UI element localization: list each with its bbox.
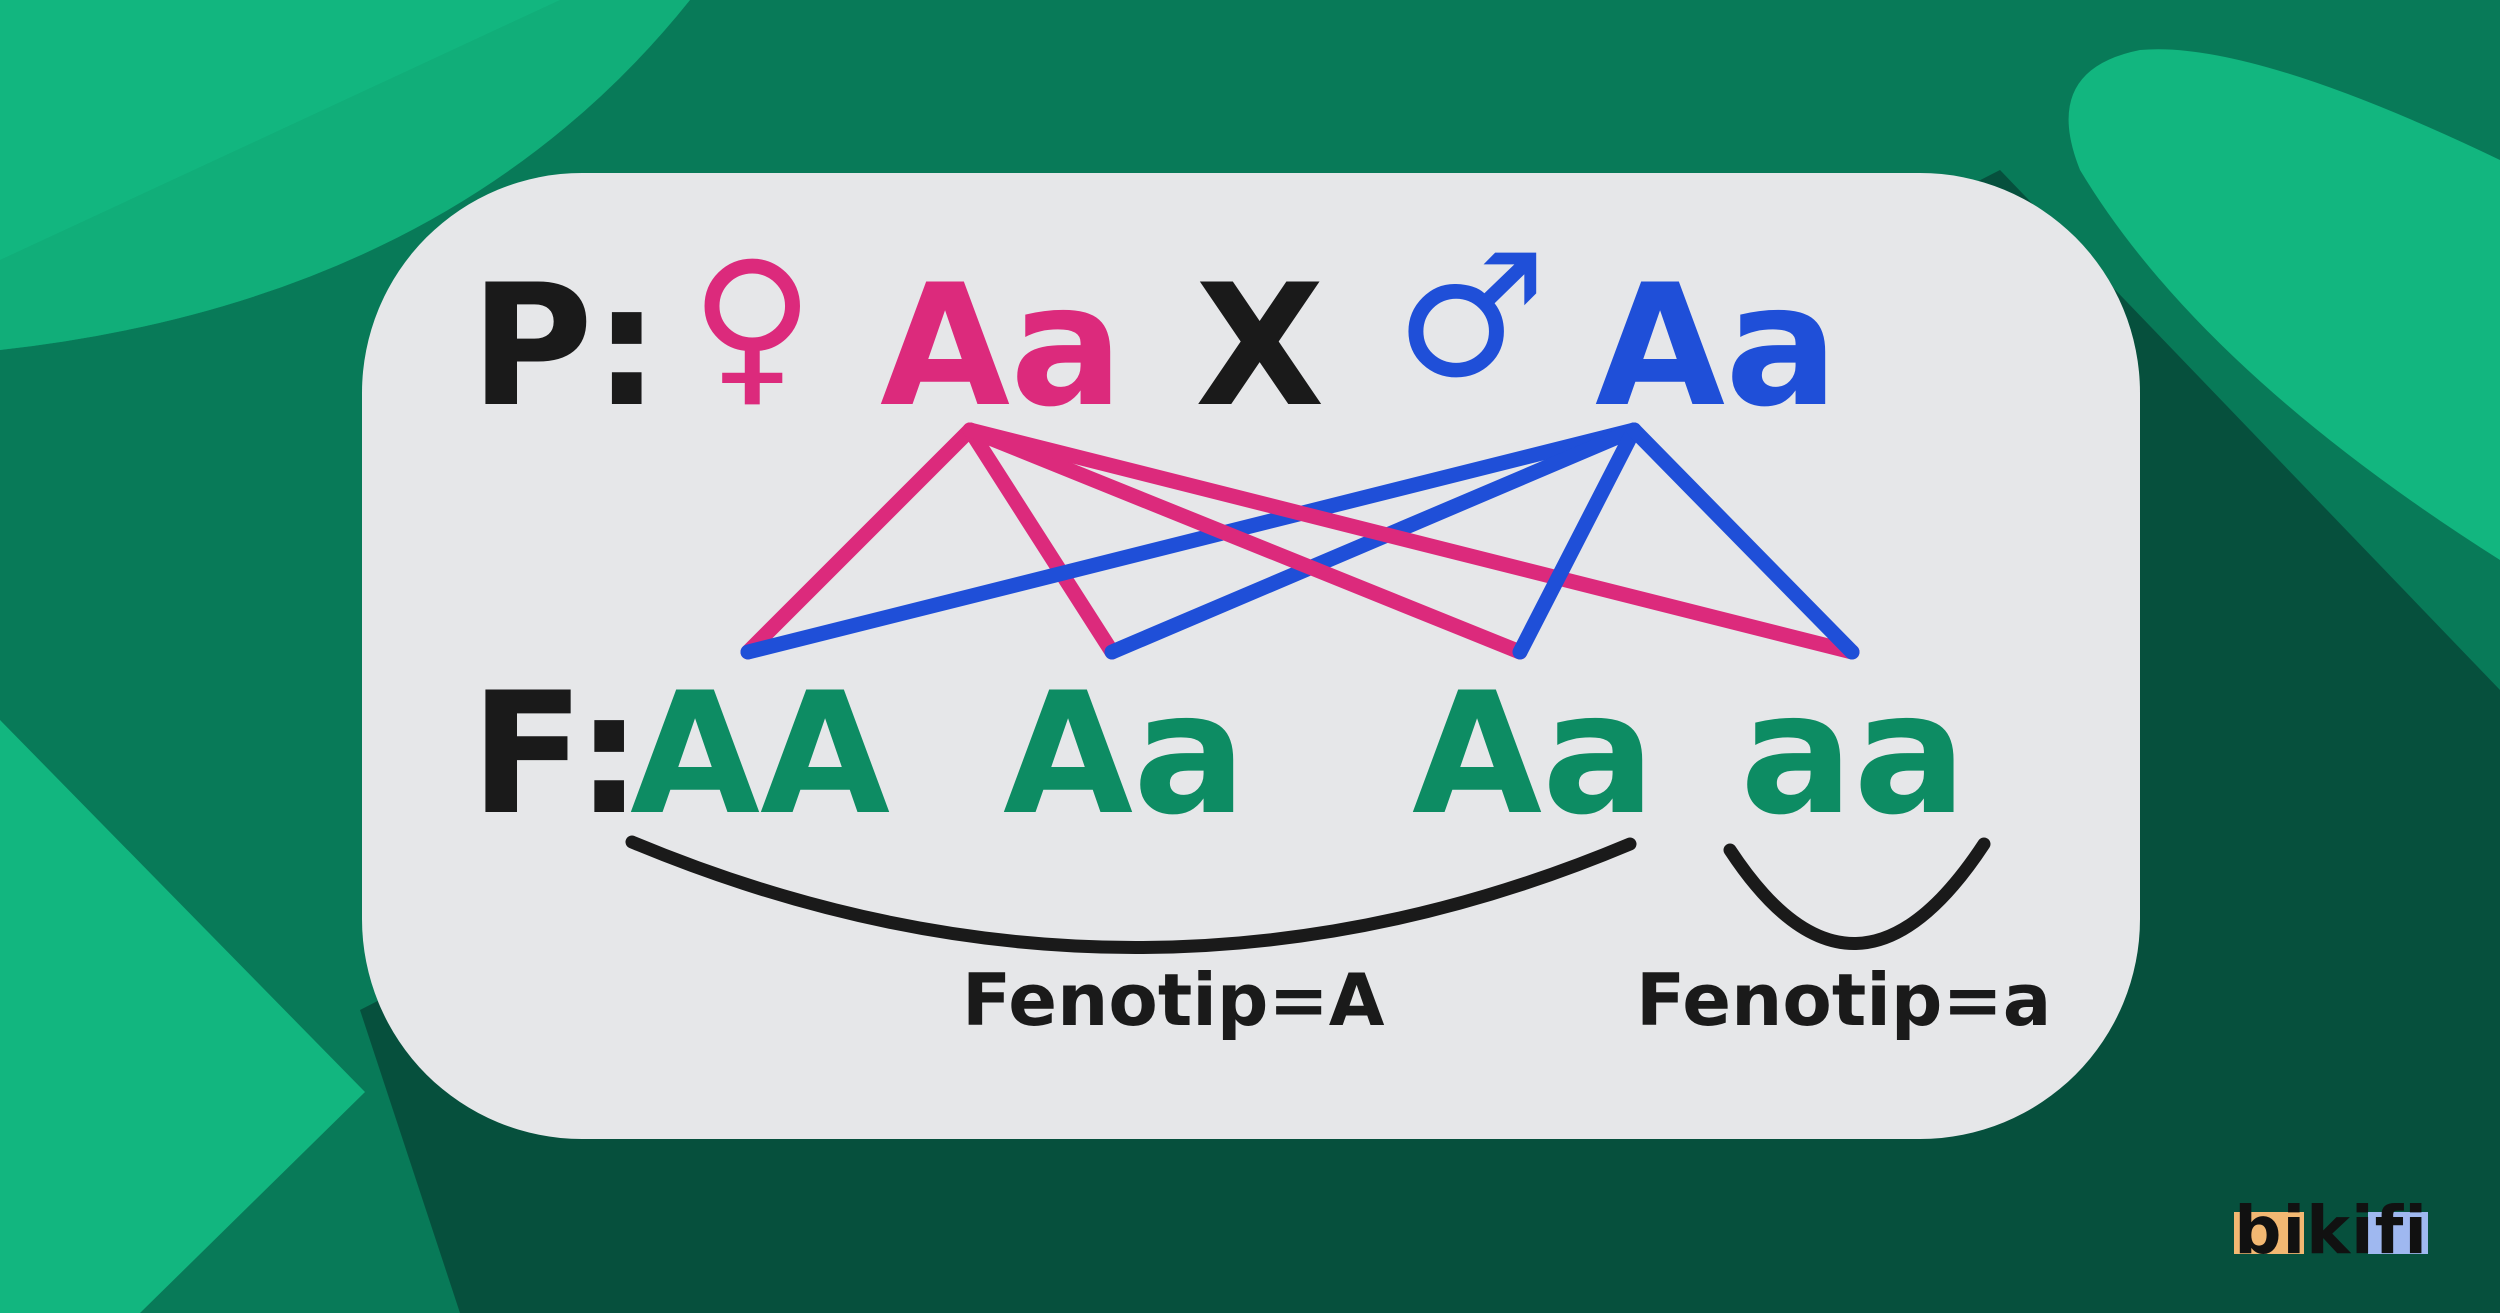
female-line-to-Aa-1 bbox=[962, 422, 1120, 660]
bikifi-logo: bikifi bbox=[2234, 1192, 2428, 1269]
parent-label: P: bbox=[470, 248, 661, 444]
logo-orange-bar bbox=[2234, 1212, 2305, 1254]
male-genotype: Aa bbox=[1595, 248, 1839, 444]
offspring-genotype-4: aa bbox=[1740, 656, 1967, 852]
logo-blue-bar bbox=[2368, 1212, 2428, 1254]
recessive-phenotype-label: Fenotip=a bbox=[1636, 958, 2052, 1042]
female-line-to-aa bbox=[962, 422, 1860, 660]
dominant-phenotype-label: Fenotip=A bbox=[962, 958, 1385, 1042]
offspring-genotype-2: Aa bbox=[1003, 656, 1247, 852]
dominant-bracket bbox=[625, 835, 1637, 954]
male-symbol-icon: ♂ bbox=[1395, 218, 1548, 416]
bg-top-left-shade bbox=[0, 0, 690, 350]
bg-top-right-blob bbox=[2068, 49, 2500, 560]
female-line-to-AA bbox=[740, 422, 978, 660]
offspring-genotype-1: AA bbox=[630, 656, 891, 852]
female-symbol-icon: ♀ bbox=[690, 226, 815, 424]
recessive-bracket bbox=[1723, 837, 1991, 950]
male-line-to-Aa-1 bbox=[1104, 422, 1642, 660]
female-line-to-Aa-2 bbox=[962, 422, 1528, 660]
male-line-to-Aa-2 bbox=[1512, 422, 1642, 660]
male-line-to-AA bbox=[740, 422, 1642, 660]
female-genotype: Aa bbox=[880, 248, 1124, 444]
bg-bottom-left-blob bbox=[0, 720, 365, 1313]
cross-symbol: X bbox=[1195, 248, 1325, 444]
offspring-genotype-3: Aa bbox=[1412, 656, 1656, 852]
offspring-label: F: bbox=[470, 656, 643, 852]
male-line-to-aa bbox=[1626, 422, 1860, 660]
logo-text: bikifi bbox=[2234, 1192, 2428, 1269]
